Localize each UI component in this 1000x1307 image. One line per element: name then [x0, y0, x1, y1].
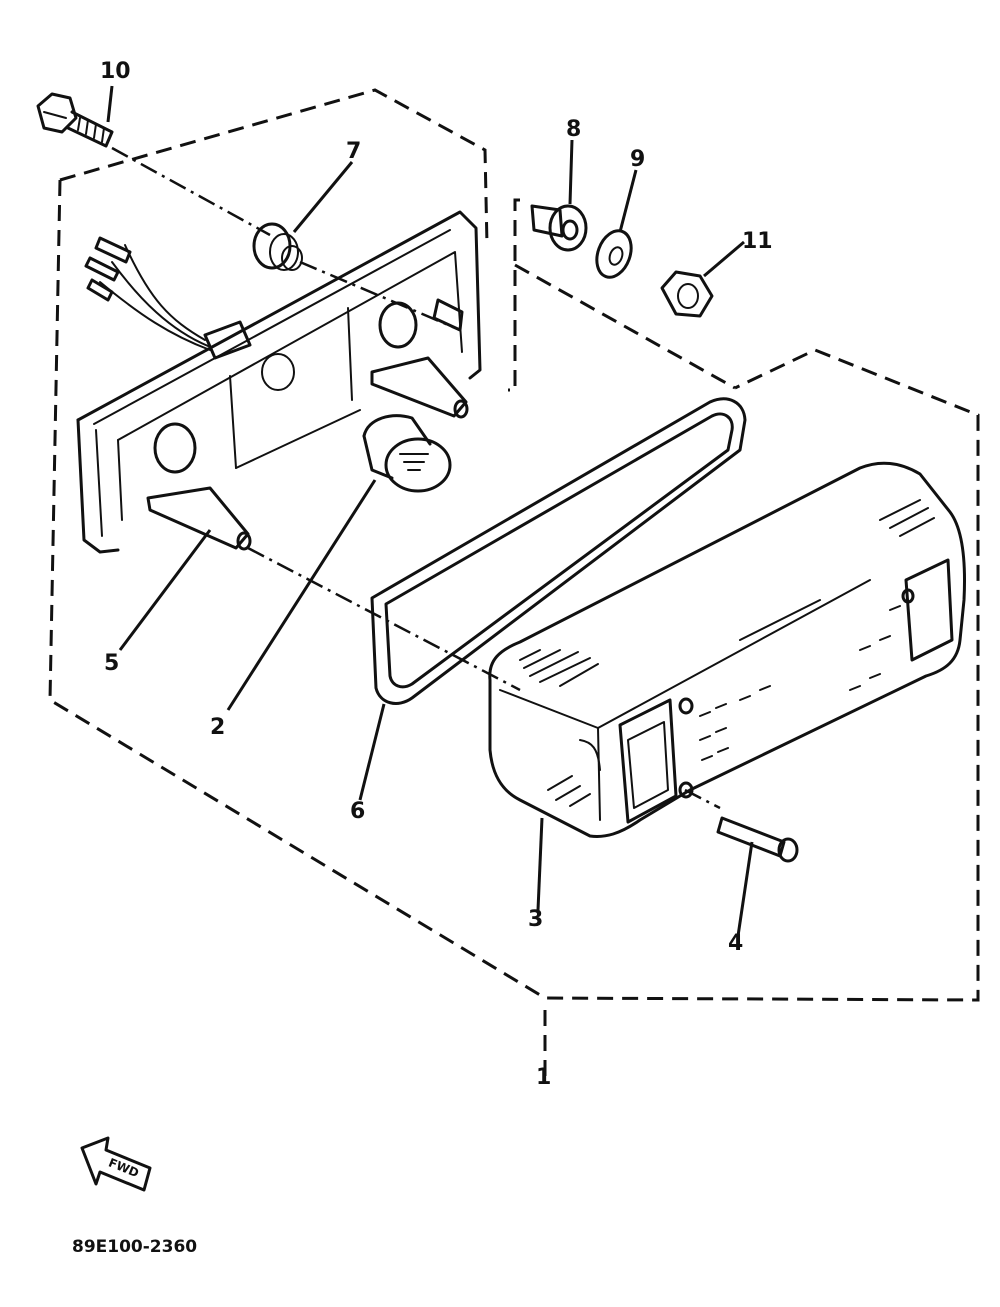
bolt-part [36, 92, 114, 148]
collar-part [530, 204, 588, 252]
screw-part [716, 816, 799, 863]
callout-11: 11 [742, 229, 773, 254]
callout-7: 7 [346, 139, 361, 164]
figure-code: 89E100-2360 [72, 1237, 197, 1257]
callout-2: 2 [210, 715, 225, 740]
callout-10: 10 [100, 59, 131, 84]
callout-3: 3 [528, 907, 543, 932]
callout-numbers: 10 7 8 9 11 5 2 6 3 4 1 [100, 59, 773, 1090]
wire-harness [84, 236, 211, 351]
callout-8: 8 [566, 117, 581, 142]
bulb-part [362, 414, 452, 493]
grommet-part [252, 222, 303, 271]
leader-lines [106, 85, 754, 937]
base-housing-part [76, 210, 482, 554]
nut-part [660, 270, 714, 318]
callout-6: 6 [350, 799, 365, 824]
callout-5: 5 [104, 651, 119, 676]
callout-1: 1 [536, 1065, 551, 1090]
callout-4: 4 [728, 931, 743, 956]
assembly-outline [48, 88, 980, 1080]
lens-part [488, 461, 966, 838]
forward-arrow-icon: FWD [80, 1136, 152, 1192]
centre-lines [111, 146, 721, 810]
washer-part [595, 229, 633, 279]
gasket-part [370, 397, 747, 705]
callout-9: 9 [630, 147, 645, 172]
